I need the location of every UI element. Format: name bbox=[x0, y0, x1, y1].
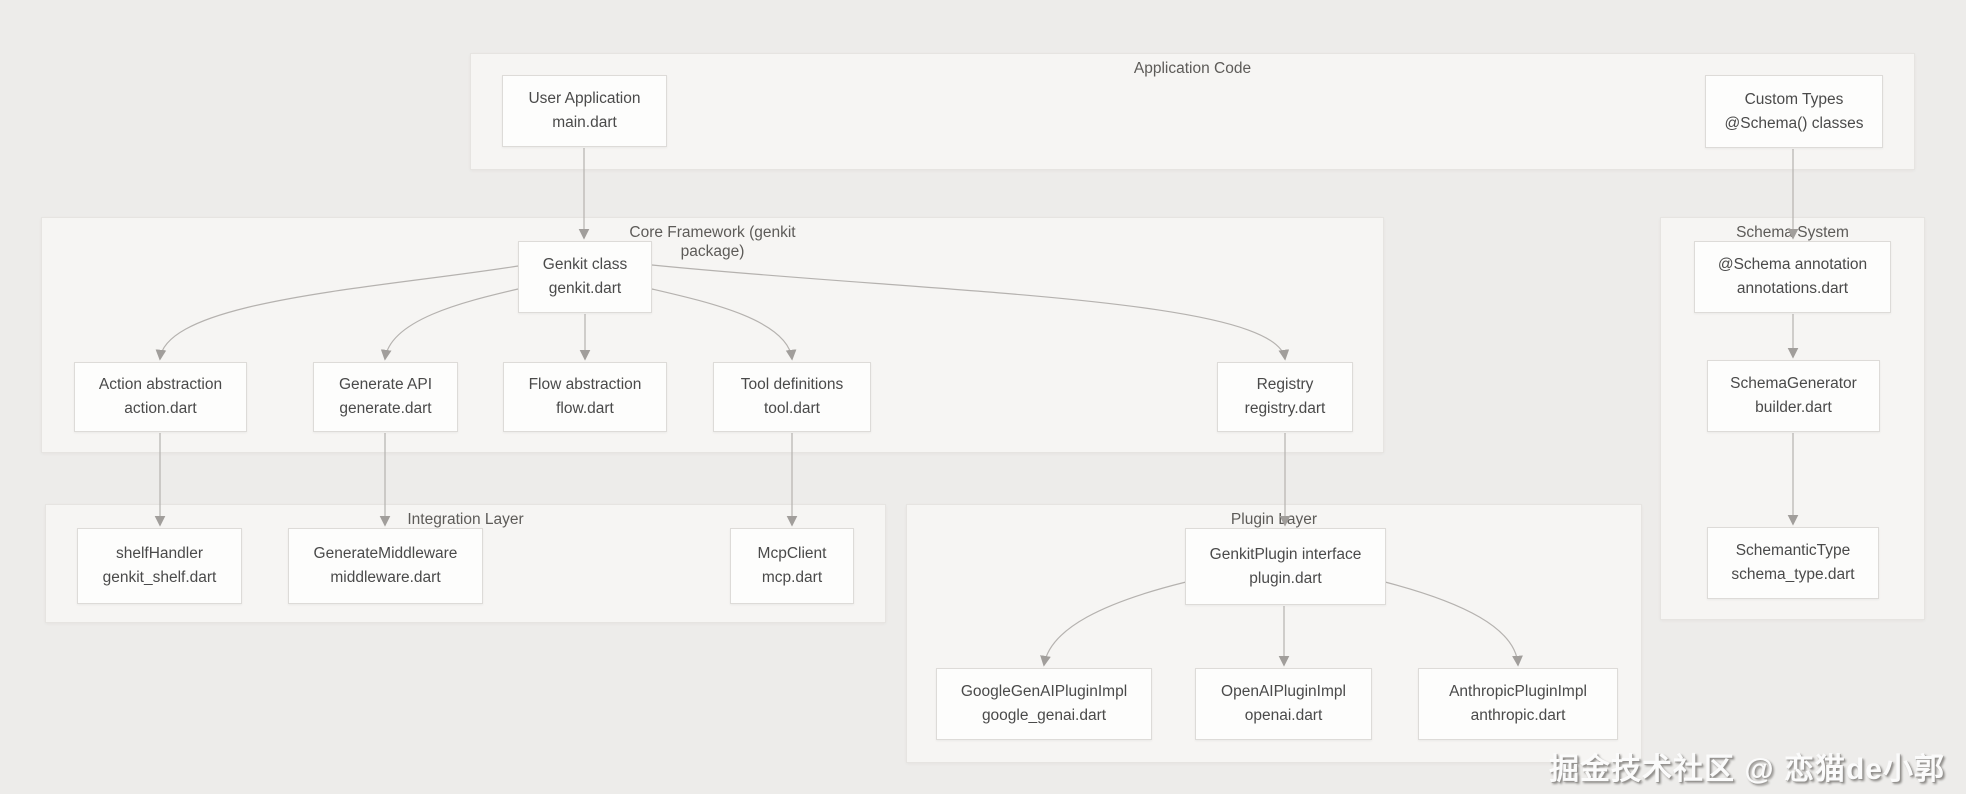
node-shelf-handler: shelfHandler genkit_shelf.dart bbox=[77, 528, 242, 604]
node-file: action.dart bbox=[124, 400, 197, 417]
node-file: anthropic.dart bbox=[1470, 707, 1566, 724]
node-tool-definitions: Tool definitions tool.dart bbox=[713, 362, 871, 432]
node-file: builder.dart bbox=[1755, 399, 1832, 416]
group-label-plugin-layer: Plugin Layer bbox=[1230, 511, 1318, 528]
node-title: OpenAIPluginImpl bbox=[1221, 683, 1346, 700]
edge-genkit-plugin-to-anthropic-plugin bbox=[1384, 581, 1523, 667]
node-file: middleware.dart bbox=[330, 569, 441, 586]
group-application-code: Application Code bbox=[470, 53, 1915, 170]
node-file: registry.dart bbox=[1244, 400, 1326, 417]
node-title: McpClient bbox=[757, 545, 827, 562]
edge-genkit-class-to-generate-api bbox=[380, 288, 519, 361]
node-google-genai-plugin: GoogleGenAIPluginImpl google_genai.dart bbox=[936, 668, 1152, 740]
node-action-abstraction: Action abstraction action.dart bbox=[74, 362, 247, 432]
node-title: Tool definitions bbox=[740, 376, 844, 393]
node-title: Custom Types bbox=[1744, 90, 1844, 108]
node-custom-types: Custom Types @Schema() classes bbox=[1705, 75, 1883, 148]
group-label-core-framework: Core Framework (genkit package) bbox=[629, 224, 796, 260]
node-file: main.dart bbox=[552, 114, 617, 131]
node-file: genkit.dart bbox=[548, 280, 622, 297]
node-generate-api: Generate API generate.dart bbox=[313, 362, 458, 432]
node-file: @Schema() classes bbox=[1724, 114, 1864, 132]
group-label-integration-layer: Integration Layer bbox=[407, 511, 524, 528]
node-file: google_genai.dart bbox=[981, 707, 1107, 724]
edge-genkit-plugin-to-google-genai-plugin bbox=[1040, 581, 1187, 667]
node-schema-annotation: @Schema annotation annotations.dart bbox=[1694, 241, 1891, 313]
node-title: GenkitPlugin interface bbox=[1209, 545, 1362, 563]
node-anthropic-plugin: AnthropicPluginImpl anthropic.dart bbox=[1418, 668, 1618, 740]
node-openai-plugin: OpenAIPluginImpl openai.dart bbox=[1195, 668, 1372, 740]
node-title: Flow abstraction bbox=[528, 376, 642, 393]
node-user-application: User Application main.dart bbox=[502, 75, 667, 147]
node-genkit-plugin: GenkitPlugin interface plugin.dart bbox=[1185, 528, 1386, 605]
group-label-application-code: Application Code bbox=[1133, 60, 1252, 77]
node-title: Action abstraction bbox=[98, 376, 223, 393]
node-registry: Registry registry.dart bbox=[1217, 362, 1353, 432]
group-core-framework: Core Framework (genkit package) bbox=[41, 217, 1384, 453]
edge-genkit-class-to-tool-definitions bbox=[651, 288, 797, 361]
node-schematic-type: SchemanticType schema_type.dart bbox=[1707, 527, 1879, 599]
node-file: flow.dart bbox=[556, 400, 614, 417]
node-file: generate.dart bbox=[339, 400, 432, 417]
node-mcp-client: McpClient mcp.dart bbox=[730, 528, 854, 604]
node-title: Genkit class bbox=[542, 256, 628, 273]
edge-genkit-class-to-registry bbox=[651, 264, 1290, 361]
node-title: shelfHandler bbox=[115, 545, 204, 562]
node-file: schema_type.dart bbox=[1731, 566, 1855, 583]
node-title: GenerateMiddleware bbox=[313, 545, 458, 562]
node-file: tool.dart bbox=[763, 400, 820, 417]
node-title: AnthropicPluginImpl bbox=[1449, 683, 1587, 700]
node-title: GoogleGenAIPluginImpl bbox=[960, 683, 1128, 700]
node-schema-generator: SchemaGenerator builder.dart bbox=[1707, 360, 1880, 432]
node-title: SchemanticType bbox=[1735, 542, 1851, 559]
node-generate-middleware: GenerateMiddleware middleware.dart bbox=[288, 528, 483, 604]
node-title: User Application bbox=[528, 90, 641, 107]
node-file: plugin.dart bbox=[1249, 569, 1322, 587]
node-title: Registry bbox=[1256, 376, 1314, 393]
node-flow-abstraction: Flow abstraction flow.dart bbox=[503, 362, 667, 432]
node-title: Generate API bbox=[338, 376, 433, 393]
node-file: annotations.dart bbox=[1736, 280, 1849, 297]
node-file: openai.dart bbox=[1244, 707, 1323, 724]
node-file: mcp.dart bbox=[761, 569, 823, 586]
watermark-text: 掘金技术社区 @ 恋猫de小郭 bbox=[1549, 753, 1945, 786]
node-genkit-class: Genkit class genkit.dart bbox=[518, 241, 652, 313]
node-title: @Schema annotation bbox=[1717, 256, 1868, 273]
edge-genkit-class-to-action-abstraction bbox=[155, 265, 519, 361]
node-title: SchemaGenerator bbox=[1730, 375, 1857, 392]
node-file: genkit_shelf.dart bbox=[102, 569, 217, 586]
